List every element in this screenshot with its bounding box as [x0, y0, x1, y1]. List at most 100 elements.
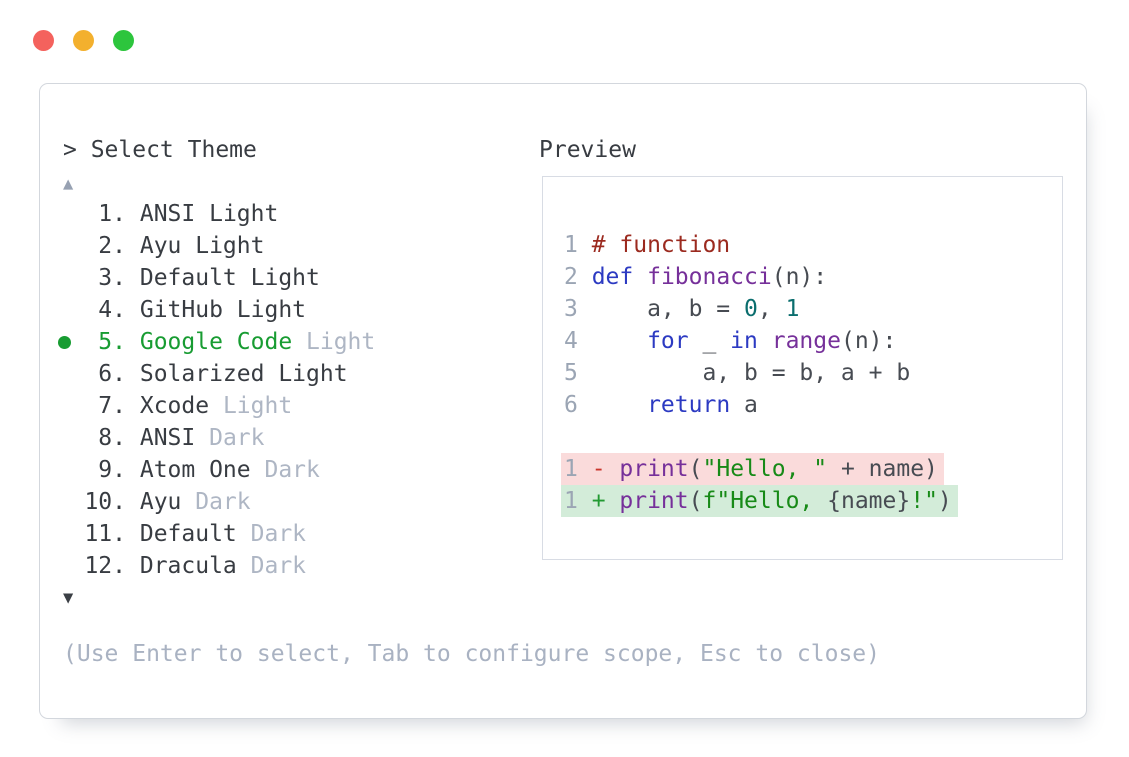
line-number: 5	[564, 360, 578, 386]
item-name: Ayu	[126, 233, 182, 259]
item-number: 5.	[98, 329, 126, 355]
code-token: 1	[785, 296, 800, 322]
item-variant: Dark	[195, 425, 265, 451]
code-token	[592, 392, 647, 418]
code-token	[592, 328, 647, 354]
minimize-button[interactable]	[73, 30, 94, 51]
code-token: {name}	[827, 488, 911, 514]
line-number: 1	[564, 488, 578, 514]
scroll-down-icon[interactable]: ▼	[63, 588, 74, 608]
item-number: 9.	[98, 457, 126, 483]
code-token	[758, 328, 772, 354]
code-token: (	[688, 488, 703, 514]
theme-list-item[interactable]: 5. Google Code Light	[58, 326, 376, 358]
code-token: return	[647, 392, 731, 418]
line-number: 4	[564, 328, 578, 354]
line-number: 1	[564, 456, 578, 482]
theme-list-item[interactable]: 10. Ayu Dark	[63, 486, 375, 518]
line-number: 1	[564, 232, 578, 258]
item-number: 2.	[98, 233, 126, 259]
item-name: ANSI	[126, 201, 196, 227]
item-number: 1.	[98, 201, 126, 227]
selected-indicator-icon	[58, 336, 71, 349]
item-name: Dracula	[126, 553, 237, 579]
help-text: (Use Enter to select, Tab to configure s…	[63, 641, 880, 667]
item-number: 6.	[98, 361, 126, 387]
diff-line-added: 1+ print(f"Hello, {name}!")	[561, 485, 958, 517]
item-variant: Light	[292, 329, 376, 355]
item-variant: Light	[236, 265, 320, 291]
code-token: + name)	[827, 456, 938, 482]
item-variant: Light	[209, 393, 293, 419]
code-token: f"Hello,	[702, 488, 828, 514]
window-controls	[33, 30, 134, 51]
code-token: "Hello, "	[702, 456, 828, 482]
zoom-button[interactable]	[113, 30, 134, 51]
code-token: (n):	[840, 328, 897, 354]
theme-list-item[interactable]: 1. ANSI Light	[63, 198, 375, 230]
code-line: 1 # function	[564, 229, 958, 261]
code-token: range	[771, 328, 841, 354]
code-token: 0	[744, 296, 758, 322]
theme-list-item[interactable]: 2. Ayu Light	[63, 230, 375, 262]
item-number: 7.	[98, 393, 126, 419]
item-name: Default	[126, 265, 237, 291]
item-name: ANSI	[126, 425, 196, 451]
code-token: (n):	[771, 264, 828, 290]
item-number: 11.	[84, 521, 126, 547]
line-number: 3	[564, 296, 578, 322]
item-name: Xcode	[126, 393, 210, 419]
code-token: _	[688, 328, 731, 354]
diff-line-removed: 1- print("Hello, " + name)	[561, 453, 958, 485]
item-name: Google Code	[126, 329, 293, 355]
preview-label: Preview	[539, 137, 636, 163]
item-number: 3.	[98, 265, 126, 291]
diff-highlight-removed: 1- print("Hello, " + name)	[561, 453, 944, 485]
line-number: 2	[564, 264, 578, 290]
code-token: for	[647, 328, 689, 354]
code-token: def	[591, 264, 634, 290]
theme-list-item[interactable]: 6. Solarized Light	[63, 358, 375, 390]
theme-list-item[interactable]: 11. Default Dark	[63, 518, 375, 550]
code-line: 4 for _ in range(n):	[564, 325, 958, 357]
item-variant: Light	[222, 297, 307, 323]
code-line: 5 a, b = b, a + b	[564, 357, 958, 389]
code-token: # function	[591, 232, 731, 258]
item-name: GitHub	[126, 297, 223, 323]
theme-list-item[interactable]: 7. Xcode Light	[63, 390, 375, 422]
line-number: 6	[564, 392, 578, 418]
code-token: in	[730, 328, 758, 354]
theme-list-item[interactable]: 3. Default Light	[63, 262, 375, 294]
item-variant: Light	[195, 201, 279, 227]
code-token: -	[591, 456, 620, 482]
theme-list-item[interactable]: 12. Dracula Dark	[63, 550, 375, 582]
code-line: 3 a, b = 0, 1	[564, 293, 958, 325]
theme-list-item[interactable]: 9. Atom One Dark	[63, 454, 375, 486]
item-variant: Dark	[250, 457, 320, 483]
item-number: 4.	[98, 297, 126, 323]
theme-list-item[interactable]: 8. ANSI Dark	[63, 422, 375, 454]
theme-list-item[interactable]: 4. GitHub Light	[63, 294, 375, 326]
item-name: Ayu	[126, 489, 182, 515]
code-token: !"	[910, 488, 938, 514]
code-token: a, b = b, a + b	[591, 360, 911, 386]
code-token: fibonacci	[647, 264, 772, 290]
code-token: a, b =	[591, 296, 745, 322]
item-variant: Light	[264, 361, 348, 387]
item-name: Default	[126, 521, 237, 547]
code-token: print	[619, 456, 689, 482]
item-number: 10.	[84, 489, 126, 515]
code-line: 2 def fibonacci(n):	[564, 261, 958, 293]
item-number: 12.	[84, 553, 126, 579]
close-button[interactable]	[33, 30, 54, 51]
code-token: ,	[757, 296, 786, 322]
code-token	[633, 264, 647, 290]
item-variant: Light	[181, 233, 265, 259]
code-line-blank	[564, 421, 958, 453]
scroll-up-icon[interactable]: ▲	[63, 174, 74, 194]
